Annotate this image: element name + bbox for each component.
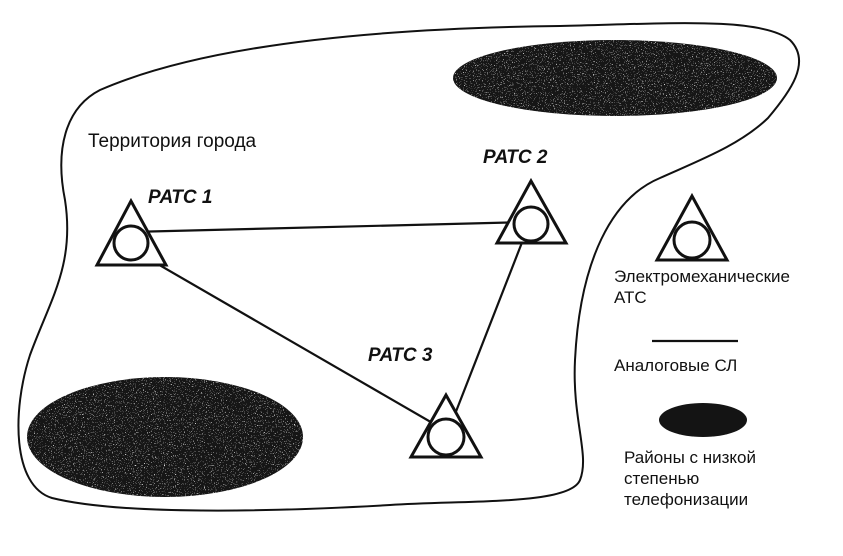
station-ratc3-label: РАТС 3 bbox=[368, 345, 433, 366]
low-density-area-southwest bbox=[27, 377, 303, 497]
low-density-area-northeast bbox=[453, 40, 777, 116]
station-ratc1-label: РАТС 1 bbox=[148, 187, 213, 208]
link-ratc1-ratc2 bbox=[129, 220, 531, 234]
legend-low-density-line3: телефонизации bbox=[624, 490, 749, 509]
link-ratc1-ratc3 bbox=[129, 247, 449, 433]
legend-electromechanical-line2: АТС bbox=[614, 288, 647, 307]
legend-low-density-line2: степенью bbox=[624, 469, 700, 488]
legend-low-density-line1: Районы с низкой bbox=[624, 448, 756, 467]
station-ratc2-icon bbox=[494, 177, 569, 245]
station-ratc3-icon bbox=[408, 391, 484, 459]
legend-low-density-swatch bbox=[659, 403, 747, 437]
legend-electromechanical-line1: Электромеханические bbox=[614, 267, 790, 286]
territory-label: Территория города bbox=[88, 131, 257, 152]
legend-low-density-label: Районы с низкой степенью телефонизации bbox=[624, 447, 756, 510]
station-ratc2-label: РАТС 2 bbox=[483, 147, 548, 168]
legend-electromechanical-label: Электромеханические АТС bbox=[614, 266, 790, 308]
city-territory-boundary bbox=[17, 22, 801, 512]
link-ratc2-ratc3 bbox=[446, 221, 532, 433]
legend-electromechanical-icon bbox=[654, 192, 730, 262]
legend-analog-links-label: Аналоговые СЛ bbox=[614, 356, 738, 375]
station-ratc1-icon bbox=[94, 197, 169, 267]
